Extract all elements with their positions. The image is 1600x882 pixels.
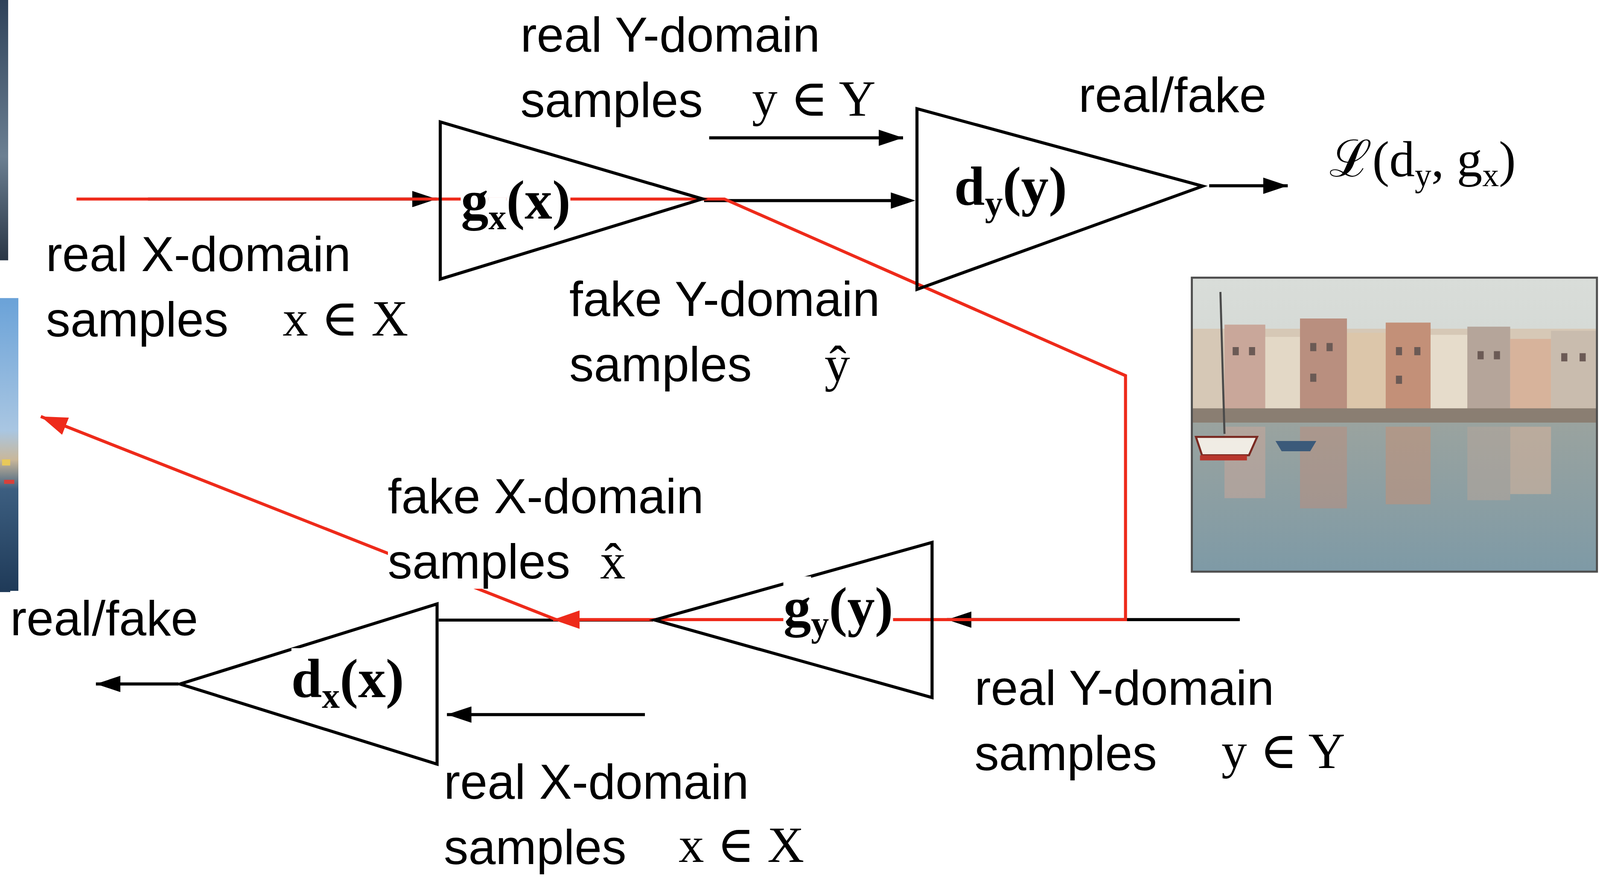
math-label: y ∈ Y xyxy=(751,66,876,132)
math-text: , g xyxy=(1431,131,1483,188)
painting-house xyxy=(1467,326,1510,423)
math-label: x ∈ X xyxy=(678,812,805,878)
input-arrow xyxy=(446,712,645,716)
math-text: (x) xyxy=(339,647,405,709)
painting xyxy=(1191,277,1598,572)
painting-frame xyxy=(1191,277,1598,572)
boat xyxy=(1200,454,1248,461)
subscript: y xyxy=(1414,156,1432,194)
math-text: g xyxy=(783,576,812,638)
painting-house xyxy=(1224,324,1266,423)
arrow-head xyxy=(890,192,916,209)
math-text: x ∈ X xyxy=(282,290,409,347)
label-text: real/fake xyxy=(1078,67,1267,123)
math-label: x ∈ X xyxy=(282,285,409,352)
label-text: real/fake xyxy=(10,590,199,646)
painting-sky xyxy=(1191,277,1598,572)
painting-water xyxy=(1191,422,1598,572)
painting-house xyxy=(1385,322,1431,423)
boat xyxy=(1195,436,1257,455)
subscript: x xyxy=(1482,156,1499,194)
math-label: x̂ xyxy=(600,528,626,595)
triangle-outline xyxy=(180,603,438,764)
boat xyxy=(1275,440,1317,452)
photo-detail xyxy=(4,479,15,484)
text-label: real/fake xyxy=(1078,62,1267,128)
discriminator-triangle: dy(y) xyxy=(915,107,1205,291)
triangle-outline xyxy=(654,542,933,698)
label-text: fake X-domain samples xyxy=(387,468,704,589)
text-label: fake Y-domain samples xyxy=(569,266,922,397)
painting-reflections xyxy=(1224,426,1551,509)
boat-mast xyxy=(1220,291,1225,434)
triangle-outline xyxy=(916,108,1203,290)
subscript: x xyxy=(321,676,340,716)
input-arrow xyxy=(709,136,904,140)
painting-quay xyxy=(1191,408,1598,423)
subscript: y xyxy=(985,183,1003,224)
math-text: y ∈ Y xyxy=(1221,722,1346,779)
photo-fragment xyxy=(0,297,19,592)
text-label: real/fake xyxy=(10,585,199,651)
math-text: (y) xyxy=(1002,155,1068,217)
subscript: y xyxy=(810,604,829,645)
node-label: gy(y) xyxy=(783,577,894,645)
math-text: d xyxy=(954,155,986,217)
discriminator-triangle: dx(x) xyxy=(178,602,439,766)
text-label: fake X-domain samples xyxy=(387,463,741,595)
math-text: g xyxy=(460,169,489,231)
math-text: (y) xyxy=(828,576,894,638)
subscript: x xyxy=(488,197,507,238)
photo-fragment xyxy=(0,0,9,261)
painting-house xyxy=(1299,318,1347,423)
math-label: ŷ xyxy=(824,331,851,397)
node-label: gx(x) xyxy=(460,170,571,238)
math-text: (x) xyxy=(506,169,571,231)
generator-triangle: gy(y) xyxy=(652,540,934,700)
triangle-outline xyxy=(440,122,703,280)
math-text: ℒ(d xyxy=(1329,131,1415,188)
math-label: y ∈ Y xyxy=(1221,718,1346,784)
node-label: dy(y) xyxy=(954,156,1067,224)
output-arrow xyxy=(96,682,179,686)
output-arrow xyxy=(1209,184,1288,188)
loss-formula: ℒ(dy, gx) xyxy=(1329,126,1516,208)
math-text: y ∈ Y xyxy=(751,70,876,127)
node-label: dx(x) xyxy=(291,648,405,716)
connector xyxy=(704,192,916,209)
math-text: d xyxy=(291,647,323,709)
generator-triangle: gx(x) xyxy=(438,120,705,281)
math-text: ŷ xyxy=(824,335,851,393)
photo-detail xyxy=(2,459,11,466)
math-text: x ∈ X xyxy=(678,816,805,873)
painting-windows xyxy=(1232,342,1586,384)
math-text: x̂ xyxy=(600,533,626,590)
math-text: ) xyxy=(1498,131,1516,188)
